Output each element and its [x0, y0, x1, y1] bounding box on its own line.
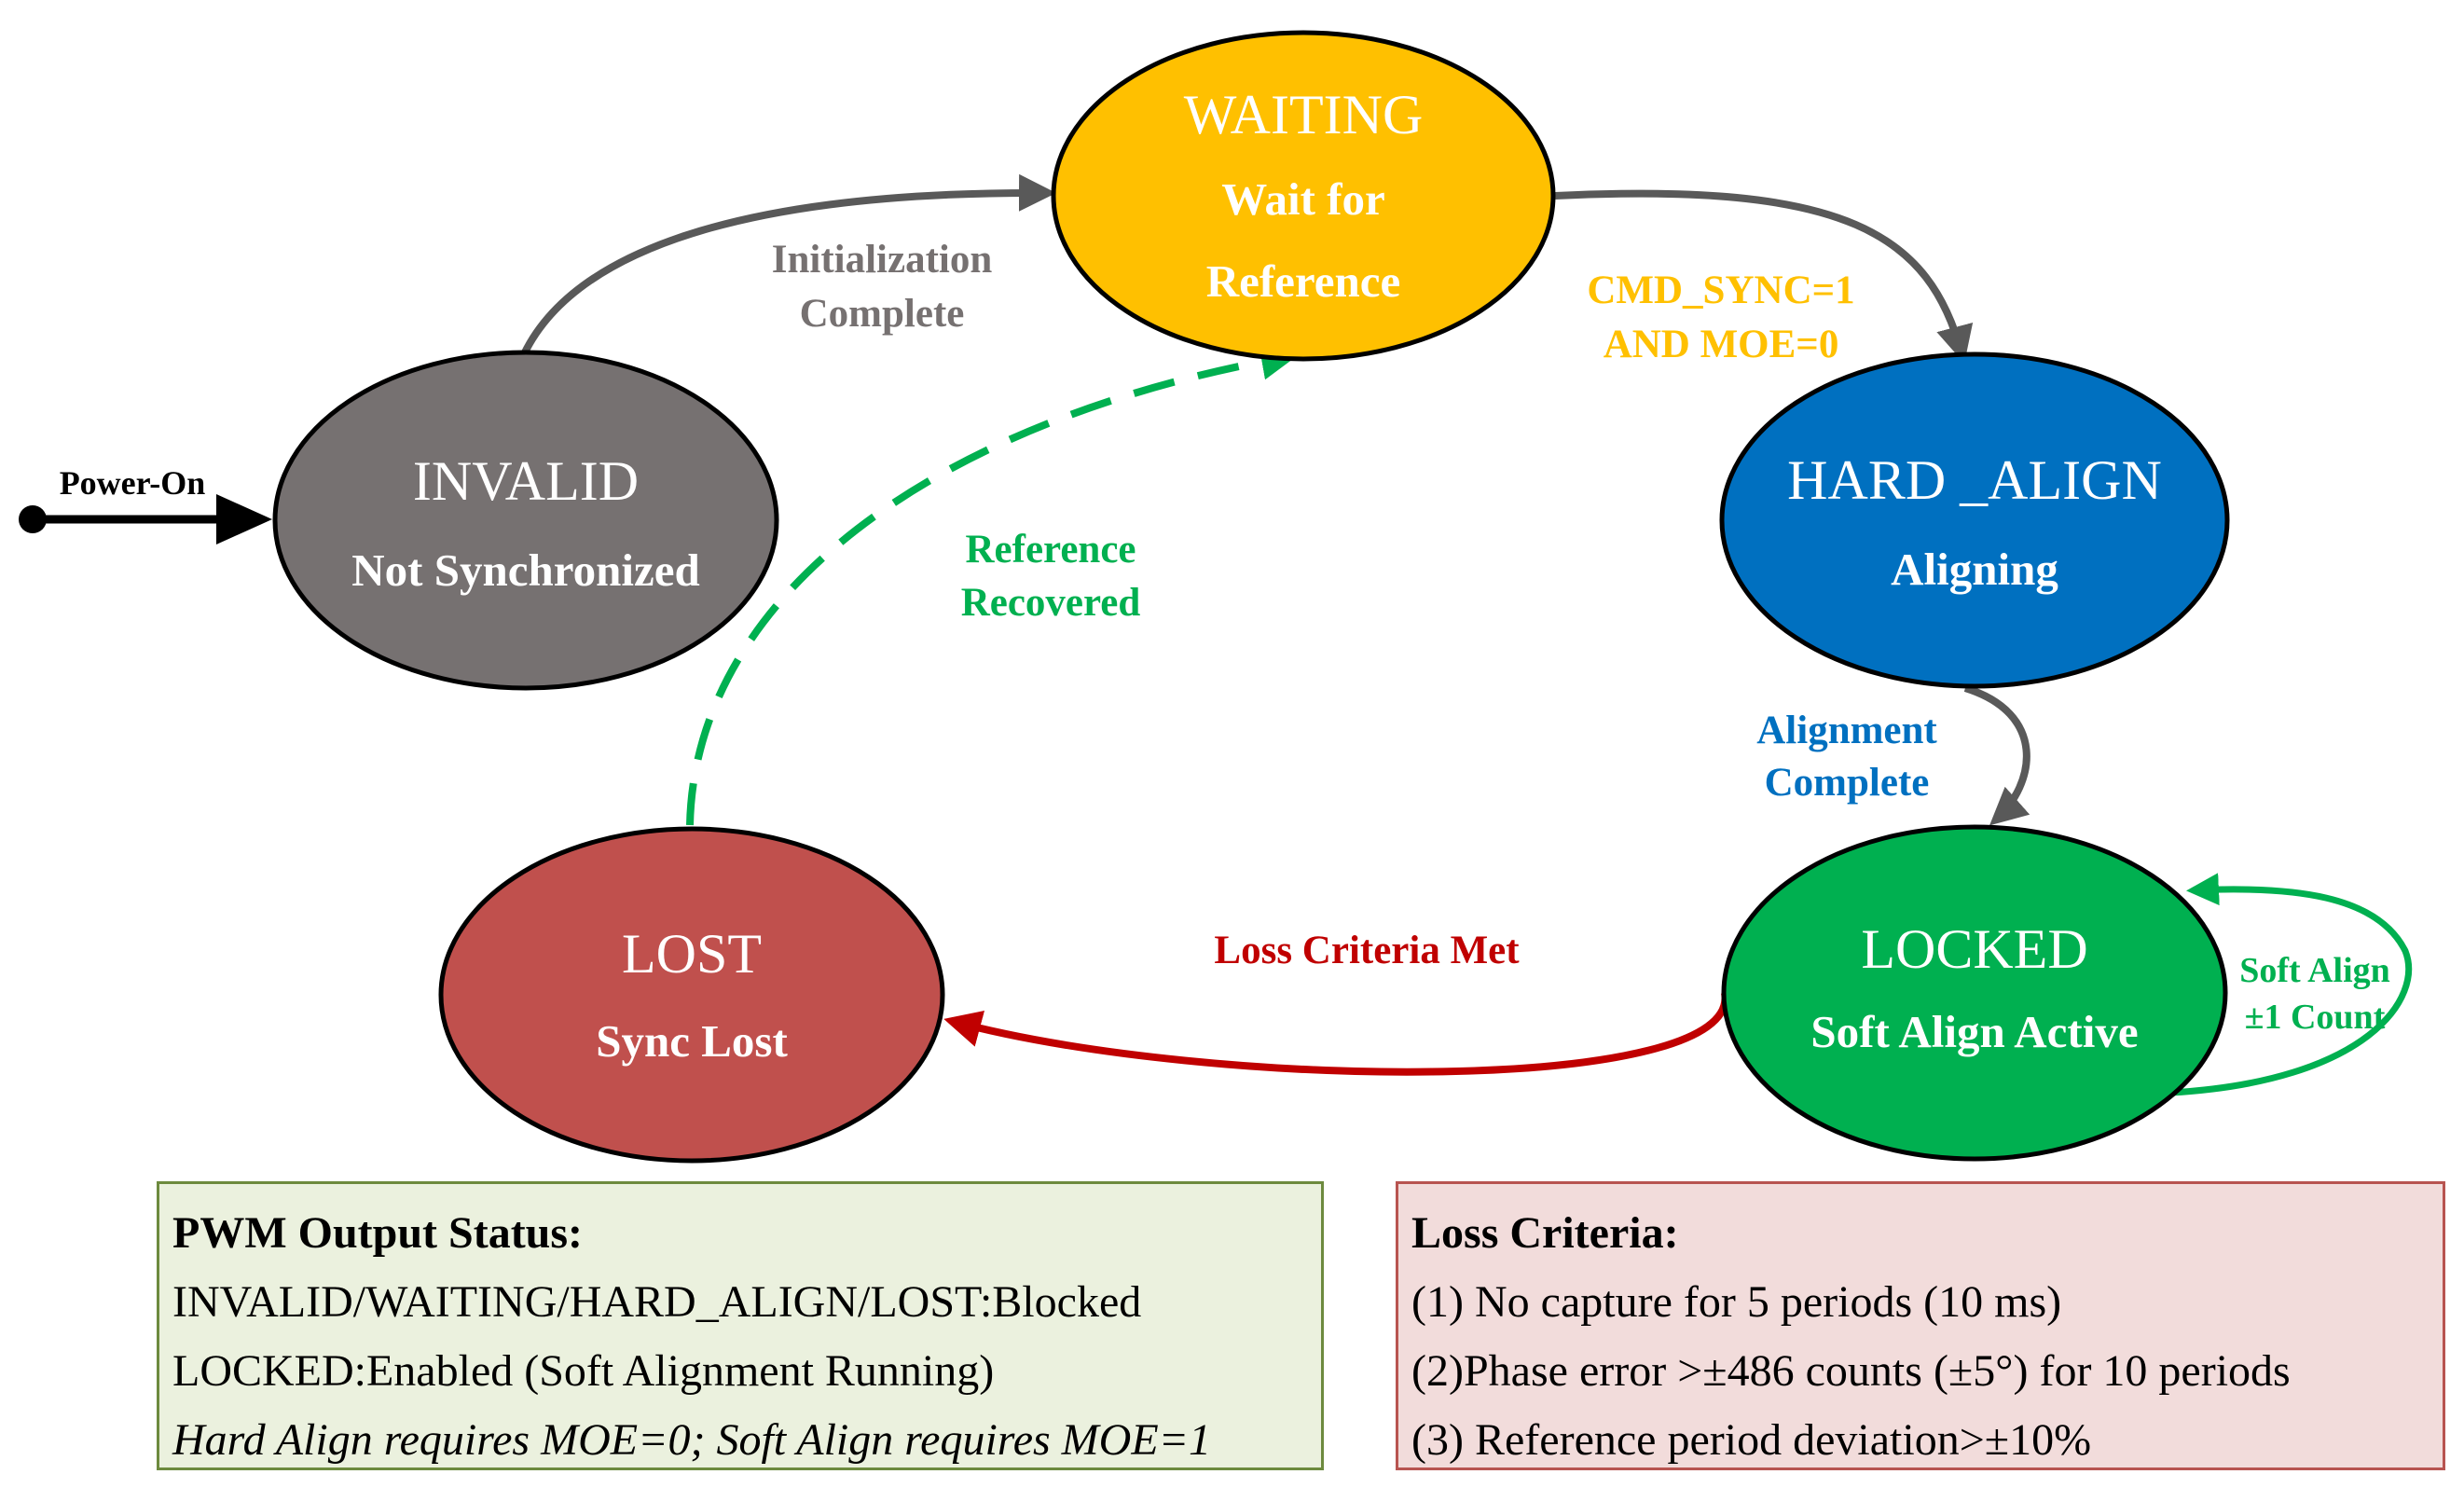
state-waiting[interactable]: WAITING Wait for Reference — [1051, 30, 1556, 362]
loss-note-heading: Loss Criteria: — [1411, 1208, 1679, 1258]
arrow-hard-align-to-locked — [1963, 684, 2030, 826]
label-soft-align-line2: ±1 Count — [2245, 998, 2386, 1037]
pwm-note-heading: PWM Output Status: — [172, 1208, 584, 1258]
state-locked-subtitle: Soft Align Active — [1810, 1006, 2138, 1057]
label-init-complete-line2: Complete — [800, 292, 965, 336]
label-reference-recovered-line2: Recovered — [961, 581, 1141, 625]
state-waiting-subtitle-line2: Reference — [1206, 255, 1401, 307]
state-lost-title: LOST — [622, 923, 762, 985]
pwm-note-enabled: LOCKED:Enabled (Soft Alignment Running) — [172, 1346, 995, 1396]
arrow-power-on-head — [216, 494, 272, 544]
state-locked-title: LOCKED — [1861, 918, 2087, 980]
state-hard-align[interactable]: HARD _ALIGN Aligning — [1719, 351, 2230, 689]
state-locked[interactable]: LOCKED Soft Align Active — [1721, 824, 2228, 1162]
label-soft-align-line1: Soft Align — [2239, 951, 2390, 990]
arrow-waiting-to-hard-align — [1554, 189, 1974, 364]
pwm-note-requirement: Hard Align requires MOE=0; Soft Align re… — [172, 1415, 1212, 1465]
label-alignment-complete-line2: Complete — [1765, 761, 1930, 805]
label-cmd-sync-line2: AND MOE=0 — [1604, 323, 1839, 366]
label-loss-criteria-met: Loss Criteria Met — [1214, 929, 1520, 972]
arrow-locked-to-lost — [943, 992, 1729, 1076]
label-init-complete-line1: Initialization — [772, 238, 993, 282]
loss-criteria-note: Loss Criteria: (1) No capture for 5 peri… — [1396, 1181, 2445, 1470]
state-hard-align-title: HARD _ALIGN — [1787, 449, 2162, 511]
label-alignment-complete-line1: Alignment — [1756, 709, 1937, 752]
state-locked-shape — [1721, 824, 2228, 1162]
arrow-locked-self-loop — [2169, 873, 2413, 1096]
arrow-invalid-to-waiting — [520, 173, 1056, 356]
state-lost[interactable]: LOST Sync Lost — [438, 826, 945, 1164]
pwm-note-blocked: INVALID/WAITING/HARD_ALIGN/LOST:Blocked — [172, 1277, 1142, 1327]
state-hard-align-shape — [1719, 351, 2230, 689]
state-invalid-subtitle: Not Synchronized — [351, 544, 699, 596]
state-lost-shape — [438, 826, 945, 1164]
loss-note-item1: (1) No capture for 5 periods (10 ms) — [1411, 1277, 2062, 1327]
state-waiting-shape — [1051, 30, 1556, 362]
loss-note-item2: (2)Phase error >±486 counts (±5°) for 10… — [1411, 1346, 2291, 1396]
state-hard-align-subtitle: Aligning — [1891, 544, 2058, 595]
state-lost-subtitle: Sync Lost — [596, 1015, 788, 1067]
label-cmd-sync-line1: CMD_SYNC=1 — [1587, 269, 1854, 312]
state-waiting-subtitle-line1: Wait for — [1221, 173, 1385, 225]
arrow-lost-to-waiting — [686, 342, 1299, 826]
label-reference-recovered-line1: Reference — [965, 528, 1136, 572]
state-invalid-shape — [272, 350, 779, 691]
state-waiting-title: WAITING — [1184, 84, 1424, 145]
power-on-label: Power-On — [60, 464, 206, 502]
state-invalid-title: INVALID — [413, 450, 639, 512]
pwm-output-status-note: PWM Output Status: INVALID/WAITING/HARD_… — [157, 1181, 1324, 1470]
loss-note-item3: (3) Reference period deviation>±10% — [1411, 1415, 2092, 1465]
state-invalid[interactable]: INVALID Not Synchronized — [272, 350, 779, 691]
